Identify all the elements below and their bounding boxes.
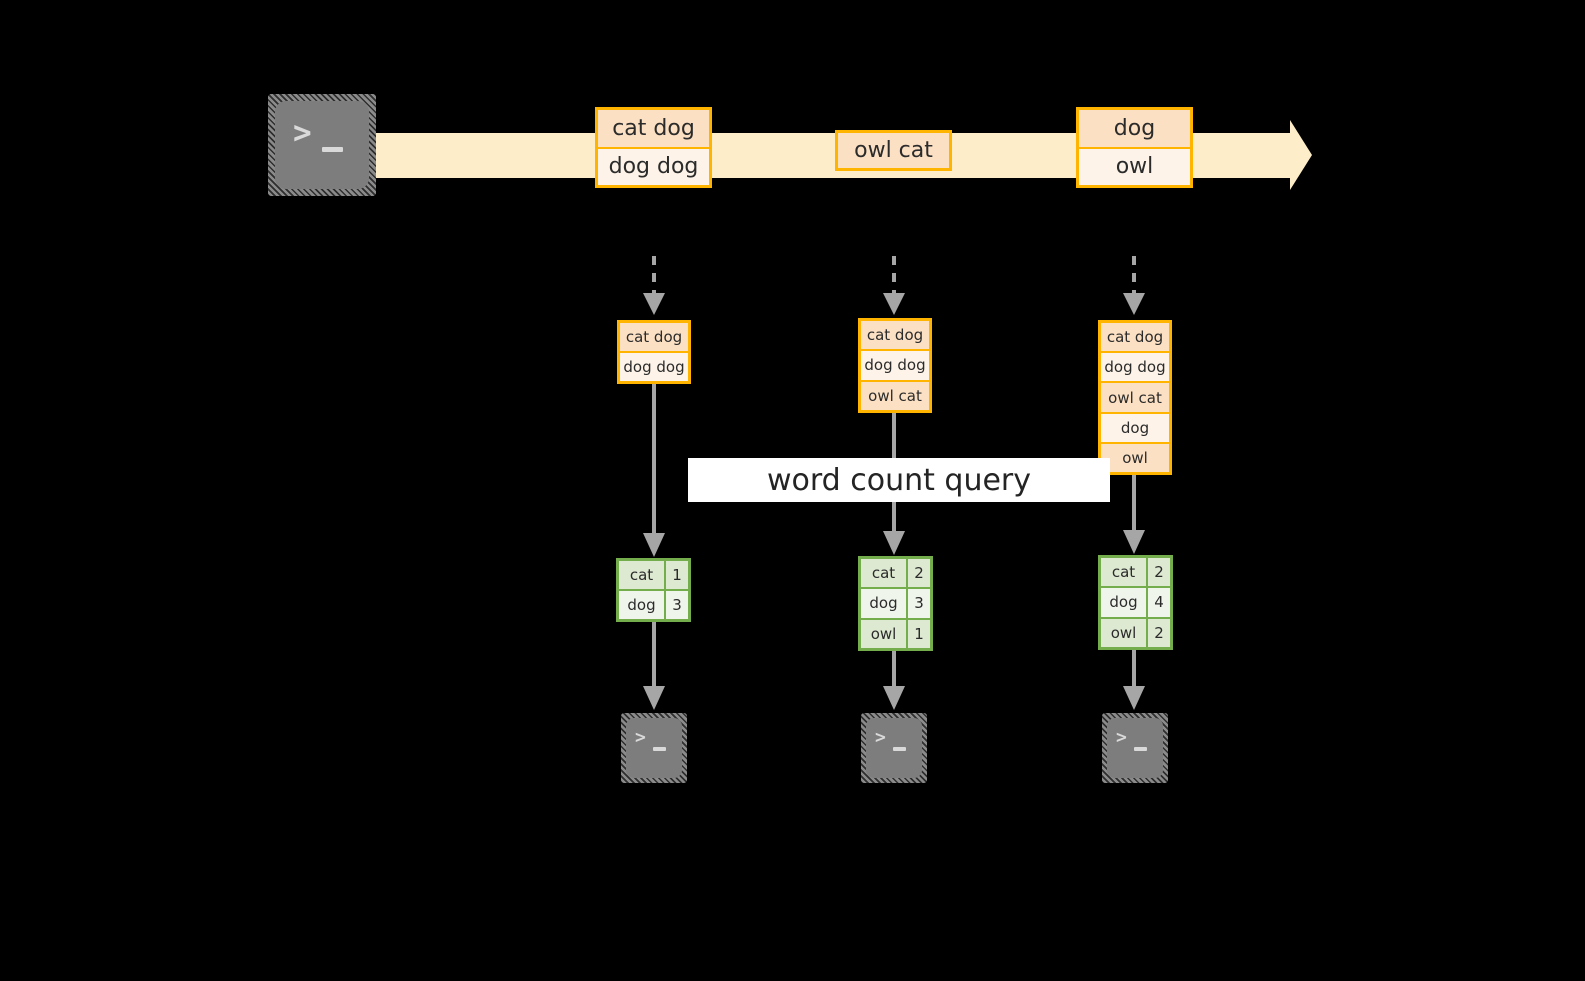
stream-record-g3[interactable]: dog owl xyxy=(1076,107,1193,188)
snapshot-input-line: cat dog xyxy=(1101,323,1169,352)
table-row: owl 1 xyxy=(861,617,930,648)
query-label-band: word count query xyxy=(688,458,1110,502)
snapshot-trigger-arrowhead-t3 xyxy=(1123,293,1145,315)
sink-terminal-icon-t1[interactable]: > xyxy=(621,713,687,783)
stream-record-line: owl cat xyxy=(838,133,949,168)
snapshot-input-line: dog dog xyxy=(861,349,929,380)
result-count: 3 xyxy=(906,589,930,618)
table-row: dog 3 xyxy=(619,589,688,619)
stream-record-g2[interactable]: owl cat xyxy=(835,130,952,171)
result-count: 2 xyxy=(1146,558,1170,587)
result-count: 1 xyxy=(906,619,930,648)
snapshot-trigger-dash-t3 xyxy=(1132,256,1136,294)
stream-record-g1[interactable]: cat dog dog dog xyxy=(595,107,712,188)
table-row: dog 4 xyxy=(1101,586,1170,617)
snapshot-trigger-arrowhead-t1 xyxy=(643,293,665,315)
snapshot-input-line: owl cat xyxy=(861,379,929,410)
result-count: 1 xyxy=(664,561,688,589)
stream-record-line: cat dog xyxy=(598,110,709,147)
terminal-cursor-underscore xyxy=(1134,747,1147,751)
snapshot-trigger-dash-t2 xyxy=(892,256,896,294)
table-row: dog 3 xyxy=(861,587,930,618)
terminal-prompt-chevron: > xyxy=(635,727,646,748)
result-word: cat xyxy=(1101,558,1146,587)
terminal-prompt-chevron: > xyxy=(1116,727,1127,748)
snapshot-input-t3[interactable]: cat dog dog dog owl cat dog owl xyxy=(1098,320,1172,475)
table-row: cat 1 xyxy=(619,561,688,589)
query-flow-arrowhead-t2 xyxy=(883,531,905,555)
result-word: cat xyxy=(861,559,906,588)
snapshot-input-line: dog xyxy=(1101,411,1169,442)
snapshot-input-line: dog dog xyxy=(1101,351,1169,382)
sink-terminal-icon-t2[interactable]: > xyxy=(861,713,927,783)
result-word: cat xyxy=(619,561,664,589)
query-flow-arrowhead-t3 xyxy=(1123,530,1145,554)
result-count: 2 xyxy=(1146,618,1170,647)
query-label-text: word count query xyxy=(766,462,1032,498)
query-flow-line-t3 xyxy=(1132,475,1136,533)
terminal-prompt-chevron: > xyxy=(875,727,886,748)
terminal-cursor-underscore xyxy=(653,747,666,751)
result-word: dog xyxy=(619,591,664,619)
snapshot-input-line: dog dog xyxy=(620,351,688,381)
table-row: cat 2 xyxy=(861,559,930,588)
result-count: 3 xyxy=(664,591,688,619)
terminal-cursor-underscore xyxy=(322,147,343,152)
result-word: owl xyxy=(861,619,906,648)
snapshot-input-line: cat dog xyxy=(861,321,929,350)
snapshot-input-t2[interactable]: cat dog dog dog owl cat xyxy=(858,318,932,413)
result-table-t3[interactable]: cat 2 dog 4 owl 2 xyxy=(1098,555,1173,650)
sink-flow-line-t2 xyxy=(892,651,896,688)
sink-terminal-icon-t3[interactable]: > xyxy=(1102,713,1168,783)
table-row: owl 2 xyxy=(1101,616,1170,647)
stream-band-arrowhead xyxy=(1290,120,1312,190)
sink-flow-line-t3 xyxy=(1132,650,1136,688)
stream-record-line: dog dog xyxy=(598,146,709,185)
result-word: owl xyxy=(1101,618,1146,647)
snapshot-input-line: cat dog xyxy=(620,323,688,351)
sink-flow-arrowhead-t1 xyxy=(643,686,665,710)
sink-flow-arrowhead-t3 xyxy=(1123,686,1145,710)
snapshot-trigger-arrowhead-t2 xyxy=(883,293,905,315)
result-table-t1[interactable]: cat 1 dog 3 xyxy=(616,558,691,622)
sink-flow-arrowhead-t2 xyxy=(883,686,905,710)
stream-record-line: owl xyxy=(1079,146,1190,185)
table-row: cat 2 xyxy=(1101,558,1170,587)
sink-flow-line-t1 xyxy=(652,622,656,688)
source-terminal-icon[interactable]: > xyxy=(268,94,376,196)
result-word: dog xyxy=(861,589,906,618)
stream-record-line: dog xyxy=(1079,110,1190,147)
query-flow-line-t1 xyxy=(652,384,656,536)
result-word: dog xyxy=(1101,588,1146,617)
result-count: 4 xyxy=(1146,588,1170,617)
terminal-screen xyxy=(275,101,369,189)
snapshot-input-line: owl xyxy=(1101,441,1169,473)
result-table-t2[interactable]: cat 2 dog 3 owl 1 xyxy=(858,556,933,651)
terminal-cursor-underscore xyxy=(893,747,906,751)
snapshot-input-t1[interactable]: cat dog dog dog xyxy=(617,320,691,384)
result-count: 2 xyxy=(906,559,930,588)
terminal-prompt-chevron: > xyxy=(293,115,312,151)
snapshot-input-line: owl cat xyxy=(1101,381,1169,412)
snapshot-trigger-dash-t1 xyxy=(652,256,656,294)
query-flow-arrowhead-t1 xyxy=(643,533,665,557)
